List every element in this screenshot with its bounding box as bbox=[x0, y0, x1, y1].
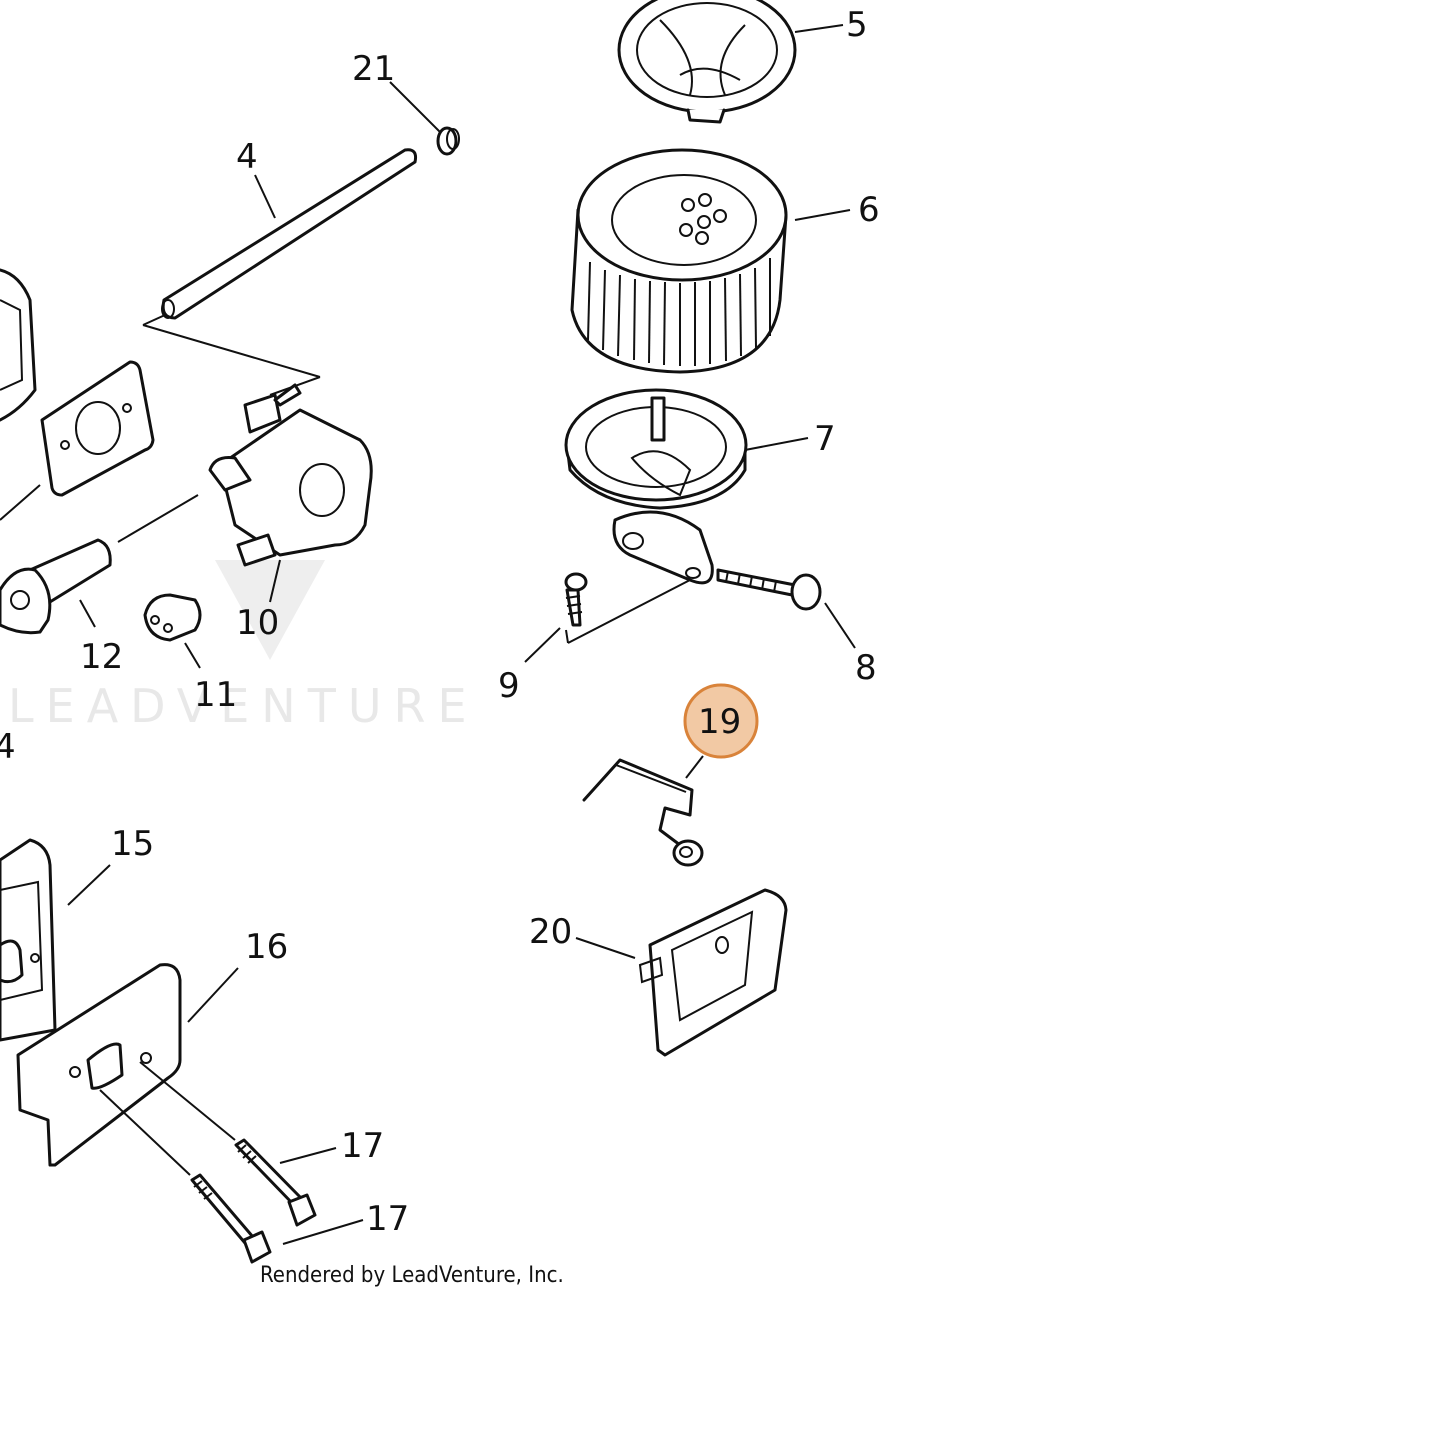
callout-9[interactable]: 9 bbox=[498, 666, 520, 706]
part-4-tube[interactable] bbox=[161, 148, 417, 320]
watermark-logo bbox=[215, 560, 325, 660]
callout-17-upper[interactable]: 17 bbox=[341, 1126, 384, 1166]
leader-lines bbox=[0, 24, 856, 1245]
part-19-wire-rod[interactable] bbox=[582, 758, 704, 867]
callout-7[interactable]: 7 bbox=[814, 419, 836, 459]
callout-19-highlight[interactable] bbox=[683, 683, 759, 759]
watermark-text: LEADVENTURE bbox=[8, 679, 479, 733]
part-17-bolt-upper[interactable] bbox=[234, 1138, 317, 1227]
callout-labels: 5 21 4 6 7 10 12 11 9 8 19 4 15 16 20 17… bbox=[0, 5, 880, 1239]
part-11-grommet[interactable] bbox=[143, 593, 202, 642]
callout-15[interactable]: 15 bbox=[111, 824, 154, 864]
callout-20[interactable]: 20 bbox=[529, 912, 572, 952]
callout-12[interactable]: 12 bbox=[80, 637, 123, 677]
callout-16[interactable]: 16 bbox=[245, 927, 288, 967]
callout-21[interactable]: 21 bbox=[352, 49, 395, 89]
part-partial-left-top[interactable] bbox=[0, 268, 37, 422]
part-7-filter-base[interactable] bbox=[564, 388, 748, 585]
callout-8[interactable]: 8 bbox=[855, 648, 877, 688]
callout-5[interactable]: 5 bbox=[846, 5, 868, 45]
part-5-filter-cover[interactable] bbox=[617, 0, 797, 124]
part-8-screw[interactable] bbox=[716, 568, 822, 611]
part-gasket[interactable] bbox=[40, 360, 155, 497]
callout-11[interactable]: 11 bbox=[194, 675, 237, 715]
callout-17-lower[interactable]: 17 bbox=[366, 1199, 409, 1239]
part-21-ring[interactable] bbox=[436, 126, 460, 156]
callout-4-left[interactable]: 4 bbox=[0, 727, 16, 767]
part-9-screw[interactable] bbox=[564, 572, 588, 627]
part-16-muffler-gasket[interactable] bbox=[16, 963, 182, 1167]
credit-text: Rendered by LeadVenture, Inc. bbox=[260, 1263, 564, 1288]
part-15-muffler[interactable] bbox=[0, 838, 57, 1042]
part-10-carburetor[interactable] bbox=[208, 383, 373, 567]
callout-19[interactable]: 19 bbox=[698, 702, 741, 742]
part-20-plate[interactable] bbox=[638, 888, 788, 1057]
part-6-filter-element[interactable] bbox=[570, 148, 788, 374]
callout-6[interactable]: 6 bbox=[858, 190, 880, 230]
callout-4[interactable]: 4 bbox=[236, 137, 258, 177]
callout-10[interactable]: 10 bbox=[236, 603, 279, 643]
part-12-intake-boot[interactable] bbox=[0, 538, 112, 635]
part-17-bolt-lower[interactable] bbox=[190, 1173, 272, 1264]
